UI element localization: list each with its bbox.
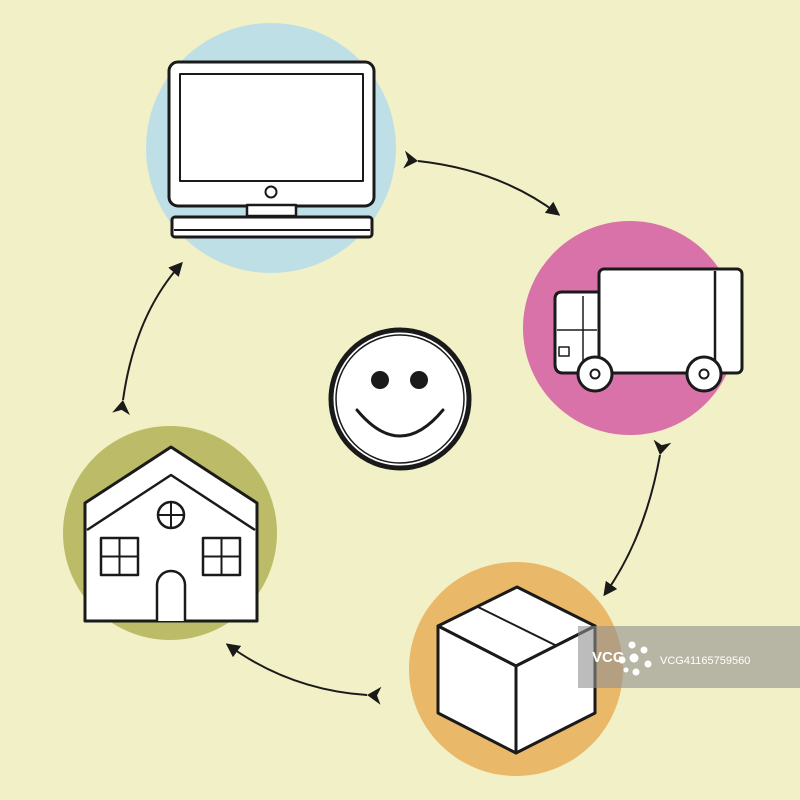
arrow-house-to-computer xyxy=(122,261,183,401)
truck-rear-hub xyxy=(698,368,710,380)
smiley-face-icon xyxy=(328,327,472,471)
arrow-truck-to-box xyxy=(603,454,661,597)
smiley-left-eye xyxy=(371,371,389,389)
power-button xyxy=(264,185,278,199)
fletching-computer-truck xyxy=(403,150,418,169)
cycle-arrows xyxy=(122,160,661,696)
arrow-computer-to-truck xyxy=(417,160,561,216)
watermark-band xyxy=(578,626,800,688)
watermark-id-text: VCG41165759560 xyxy=(660,655,750,667)
keyboard xyxy=(170,215,374,239)
arrow-fletchings xyxy=(112,150,672,705)
truck-door-handle xyxy=(558,346,570,357)
arrow-box-to-house xyxy=(225,643,368,696)
smiley-right-eye xyxy=(410,371,428,389)
monitor-screen xyxy=(179,73,364,182)
delivery-truck-icon xyxy=(553,267,744,393)
house-roof-inner xyxy=(86,473,256,532)
fletching-house-computer xyxy=(112,400,130,416)
fletching-truck-box xyxy=(653,439,672,455)
box-right-face xyxy=(514,624,597,755)
smiley-outline xyxy=(328,327,472,471)
desktop-computer-icon xyxy=(167,60,376,239)
house-door xyxy=(155,569,187,621)
house-body xyxy=(83,445,259,623)
box-tape-line xyxy=(477,606,558,647)
watermark: VCG VCG41165759560 xyxy=(578,626,800,688)
truck-front-hub xyxy=(589,368,601,380)
watermark-logo-mark xyxy=(618,641,652,676)
house-icon xyxy=(83,445,259,623)
truck-cargo xyxy=(597,267,744,375)
monitor-stand xyxy=(245,203,298,218)
fletching-box-house xyxy=(367,686,382,705)
smiley-mouth xyxy=(355,408,445,438)
smiley-inner-ring xyxy=(335,334,465,464)
watermark-logo-text: VCG xyxy=(592,649,625,666)
